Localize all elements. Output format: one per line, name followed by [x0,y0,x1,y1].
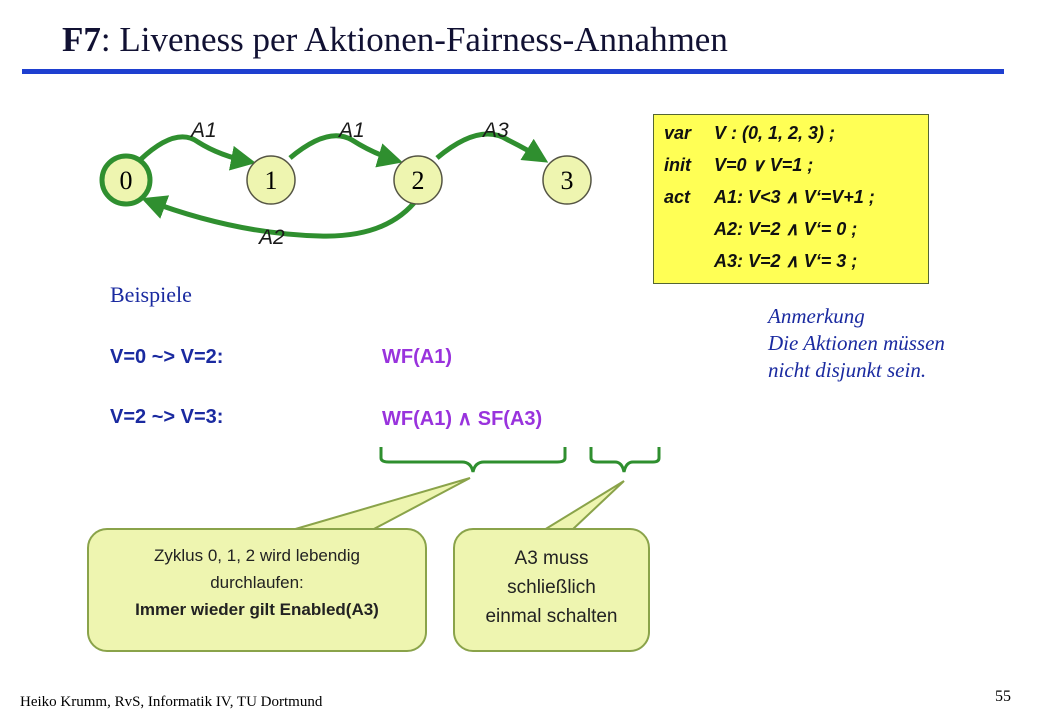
remark-line: nicht disjunkt sein. [768,358,927,382]
remark-heading: Anmerkung [768,304,865,328]
state-node-0-label: 0 [120,166,133,195]
remark-note: Anmerkung Die Aktionen müssen nicht disj… [768,303,945,384]
program-statement: A1: V<3 ∧ V‘=V+1 ; [714,187,875,207]
brace-left [379,447,567,473]
state-node-3-label: 3 [561,166,574,195]
program-keyword: act [664,187,691,207]
callout-left-pointer [291,477,471,531]
page-number: 55 [995,688,1011,705]
example-1-assumption: WF(A1) [382,346,452,368]
example-2-assumption: WF(A1) ∧ SF(A3) [382,408,543,430]
remark-line: Die Aktionen müssen [768,331,945,355]
program-keyword: init [664,155,691,175]
title-rule [22,69,1004,74]
state-node-3-circle [542,155,592,205]
callout-cycle-emphasis: Immer wieder gilt Enabled(A3) [135,600,379,619]
edge-a2-2-0 [141,195,420,239]
example-1-property: V=0 ~> V=2: [110,346,224,368]
callout-a3: A3 muss schließlich einmal schalten [453,528,650,652]
program-row: act A1: V<3 ∧ V‘=V+1 ; [664,187,875,208]
edge-a3-2-3 [435,131,549,163]
program-box: var V : (0, 1, 2, 3) ; init V=0 ∨ V=1 ; ac… [653,114,929,284]
callout-a3-line: schließlich [507,577,596,598]
state-node-0-ring [99,153,153,207]
brace-right [589,447,661,473]
program-row: A2: V=2 ∧ V‘= 0 ; [664,219,857,240]
program-statement: A3: V=2 ∧ V‘= 3 ; [714,251,858,271]
program-statement: V=0 ∨ V=1 ; [714,155,814,175]
title-text: : Liveness per Aktionen-Fairness-Annahme… [100,20,728,59]
edge-label-a1-first: A1 [189,119,217,142]
state-node-2-label: 2 [412,166,425,195]
edge-a1-1-2 [288,133,403,168]
callout-a3-line: einmal schalten [485,606,618,627]
page-title: F7: Liveness per Aktionen-Fairness-Annah… [62,20,728,60]
footer-author: Heiko Krumm, RvS, Informatik IV, TU Dort… [20,694,323,710]
example-2-property: V=2 ~> V=3: [110,406,224,428]
callout-cycle: Zyklus 0, 1, 2 wird lebendig durchlaufen… [87,528,427,652]
program-statement: A2: V=2 ∧ V‘= 0 ; [714,219,858,239]
title-prefix: F7 [62,20,101,59]
program-statement: V : (0, 1, 2, 3) ; [714,123,836,143]
program-row: var V : (0, 1, 2, 3) ; [664,123,835,144]
callout-cycle-line: durchlaufen: [210,573,304,592]
program-row: init V=0 ∨ V=1 ; [664,155,813,176]
callout-cycle-line: Zyklus 0, 1, 2 wird lebendig [154,546,360,565]
edge-label-a2: A2 [257,226,285,249]
callout-a3-line: A3 muss [514,548,589,569]
examples-heading: Beispiele [110,282,192,307]
state-node-1-label: 1 [265,166,278,195]
state-node-1-circle [246,155,296,205]
program-keyword: var [664,123,692,143]
callout-right-pointer [540,480,625,531]
edge-label-a3: A3 [481,119,509,142]
edge-a1-0-1 [138,134,256,171]
edge-label-a1-second: A1 [337,119,365,142]
state-node-2-circle [393,155,443,205]
program-row: A3: V=2 ∧ V‘= 3 ; [664,251,857,272]
